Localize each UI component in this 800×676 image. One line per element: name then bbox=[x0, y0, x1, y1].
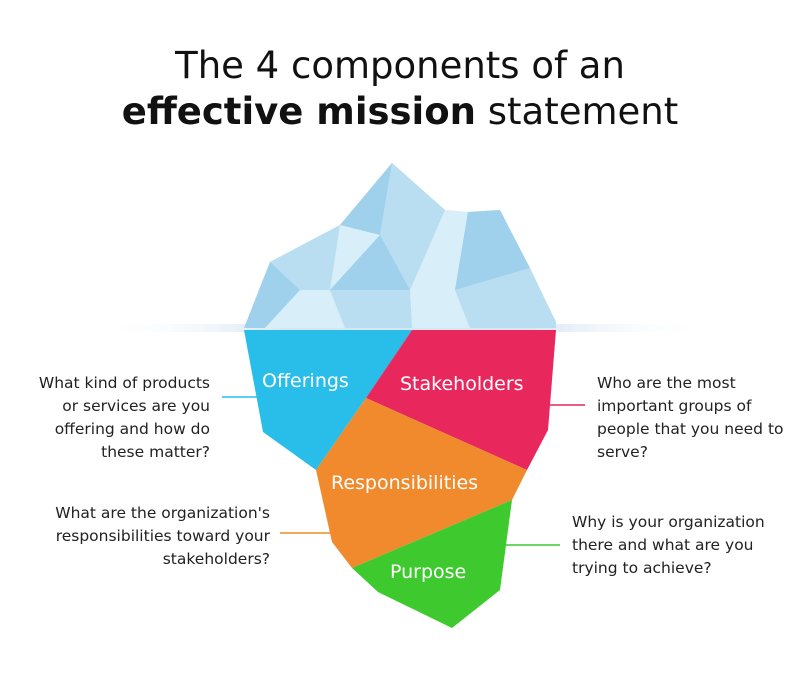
tip-facet bbox=[265, 290, 345, 328]
stakeholders-callout: Who are the most important groups of peo… bbox=[597, 374, 784, 461]
tip-facet bbox=[455, 268, 556, 328]
title-bold-part: effective mission bbox=[121, 90, 477, 133]
offerings-callout: What kind of products or services are yo… bbox=[38, 374, 210, 461]
stakeholders-label: Stakeholders bbox=[400, 373, 524, 395]
offerings-label: Offerings bbox=[262, 370, 349, 392]
responsibilities-segment bbox=[316, 398, 527, 568]
tip-facet bbox=[270, 225, 340, 290]
purpose-segment bbox=[352, 500, 512, 628]
responsibilities-callout: What are the organization's responsibili… bbox=[55, 504, 270, 568]
tip-facet bbox=[330, 235, 410, 290]
title-rest-part: statement bbox=[476, 90, 679, 133]
title-line-2: effective mission statement bbox=[0, 90, 800, 134]
tip-facet bbox=[330, 290, 412, 328]
offerings-segment bbox=[244, 330, 412, 470]
stakeholders-segment bbox=[366, 330, 556, 470]
iceberg-tip bbox=[244, 163, 556, 328]
purpose-callout: Why is your organization there and what … bbox=[572, 513, 765, 577]
title-line-1: The 4 components of an bbox=[175, 44, 625, 87]
tip-facet bbox=[330, 225, 380, 290]
tip-facet bbox=[244, 262, 300, 328]
tip-facet bbox=[380, 163, 445, 290]
purpose-label: Purpose bbox=[390, 561, 467, 583]
tip-facet bbox=[455, 210, 530, 290]
responsibilities-label: Responsibilities bbox=[331, 472, 479, 494]
tip-facet bbox=[410, 290, 470, 328]
tip-facet bbox=[340, 163, 392, 235]
tip-facet bbox=[410, 210, 468, 290]
